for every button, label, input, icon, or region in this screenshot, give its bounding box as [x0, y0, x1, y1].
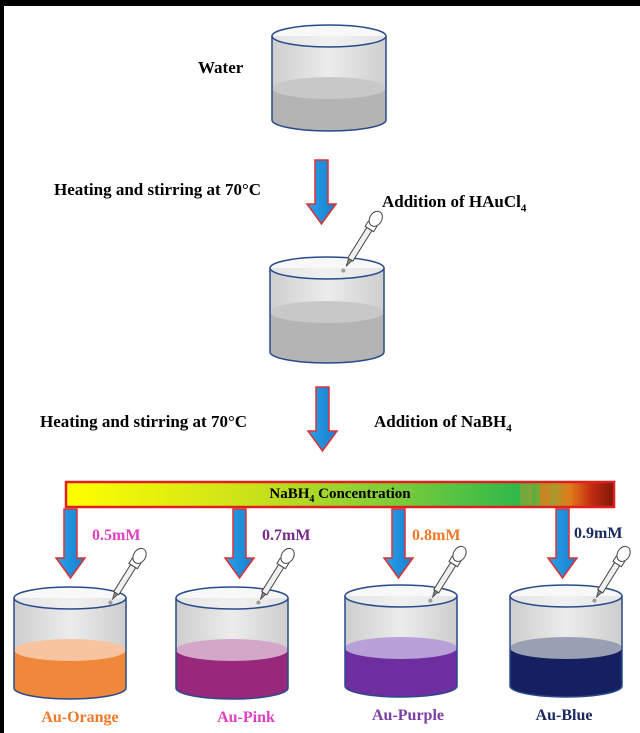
beaker-pink	[175, 547, 295, 700]
sample-name-pink: Au-Pink	[217, 709, 275, 726]
concentration-label-purple: 0.8mM	[412, 527, 461, 544]
dropper-icon	[341, 210, 383, 273]
beaker-blue	[509, 545, 631, 698]
dropper-icon	[108, 547, 147, 605]
sample-arrows	[54, 508, 579, 580]
left-border	[0, 0, 4, 733]
beaker-water	[271, 24, 387, 132]
liquid-orange	[14, 650, 126, 699]
sample-name-blue: Au-Blue	[535, 707, 593, 724]
concentration-label-blue: 0.9mM	[574, 525, 623, 542]
water-label: Water	[198, 58, 244, 77]
haucl4-label: Addition of HAuCl4	[382, 192, 527, 215]
down-arrow-1	[305, 159, 338, 226]
nabh4-label: Addition of NaBH4	[374, 412, 512, 435]
heating-label-2: Heating and stirring at 70°C	[40, 412, 248, 431]
heating-label-1: Heating and stirring at 70°C	[54, 180, 262, 199]
liquid-purple	[345, 648, 457, 697]
top-border	[0, 0, 640, 6]
liquid-blue	[510, 648, 622, 697]
concentration-label-pink: 0.7mM	[262, 527, 311, 544]
dropper-icon	[256, 547, 295, 605]
sample-name-orange: Au-Orange	[41, 709, 119, 726]
down-arrow-2	[306, 386, 339, 453]
liquid-pink	[176, 650, 288, 699]
bar-label: NaBH4 Concentration	[269, 486, 411, 505]
nabh4-concentration-bar	[64, 480, 616, 509]
beaker-orange	[13, 547, 147, 700]
beaker-purple	[344, 545, 467, 698]
beaker-haucl4	[269, 256, 385, 364]
concentration-label-orange: 0.5mM	[92, 527, 141, 544]
sample-name-purple: Au-Purple	[372, 707, 444, 724]
sample-beakers	[13, 545, 631, 700]
dropper-icon	[592, 545, 631, 603]
dropper-icon	[428, 545, 467, 603]
